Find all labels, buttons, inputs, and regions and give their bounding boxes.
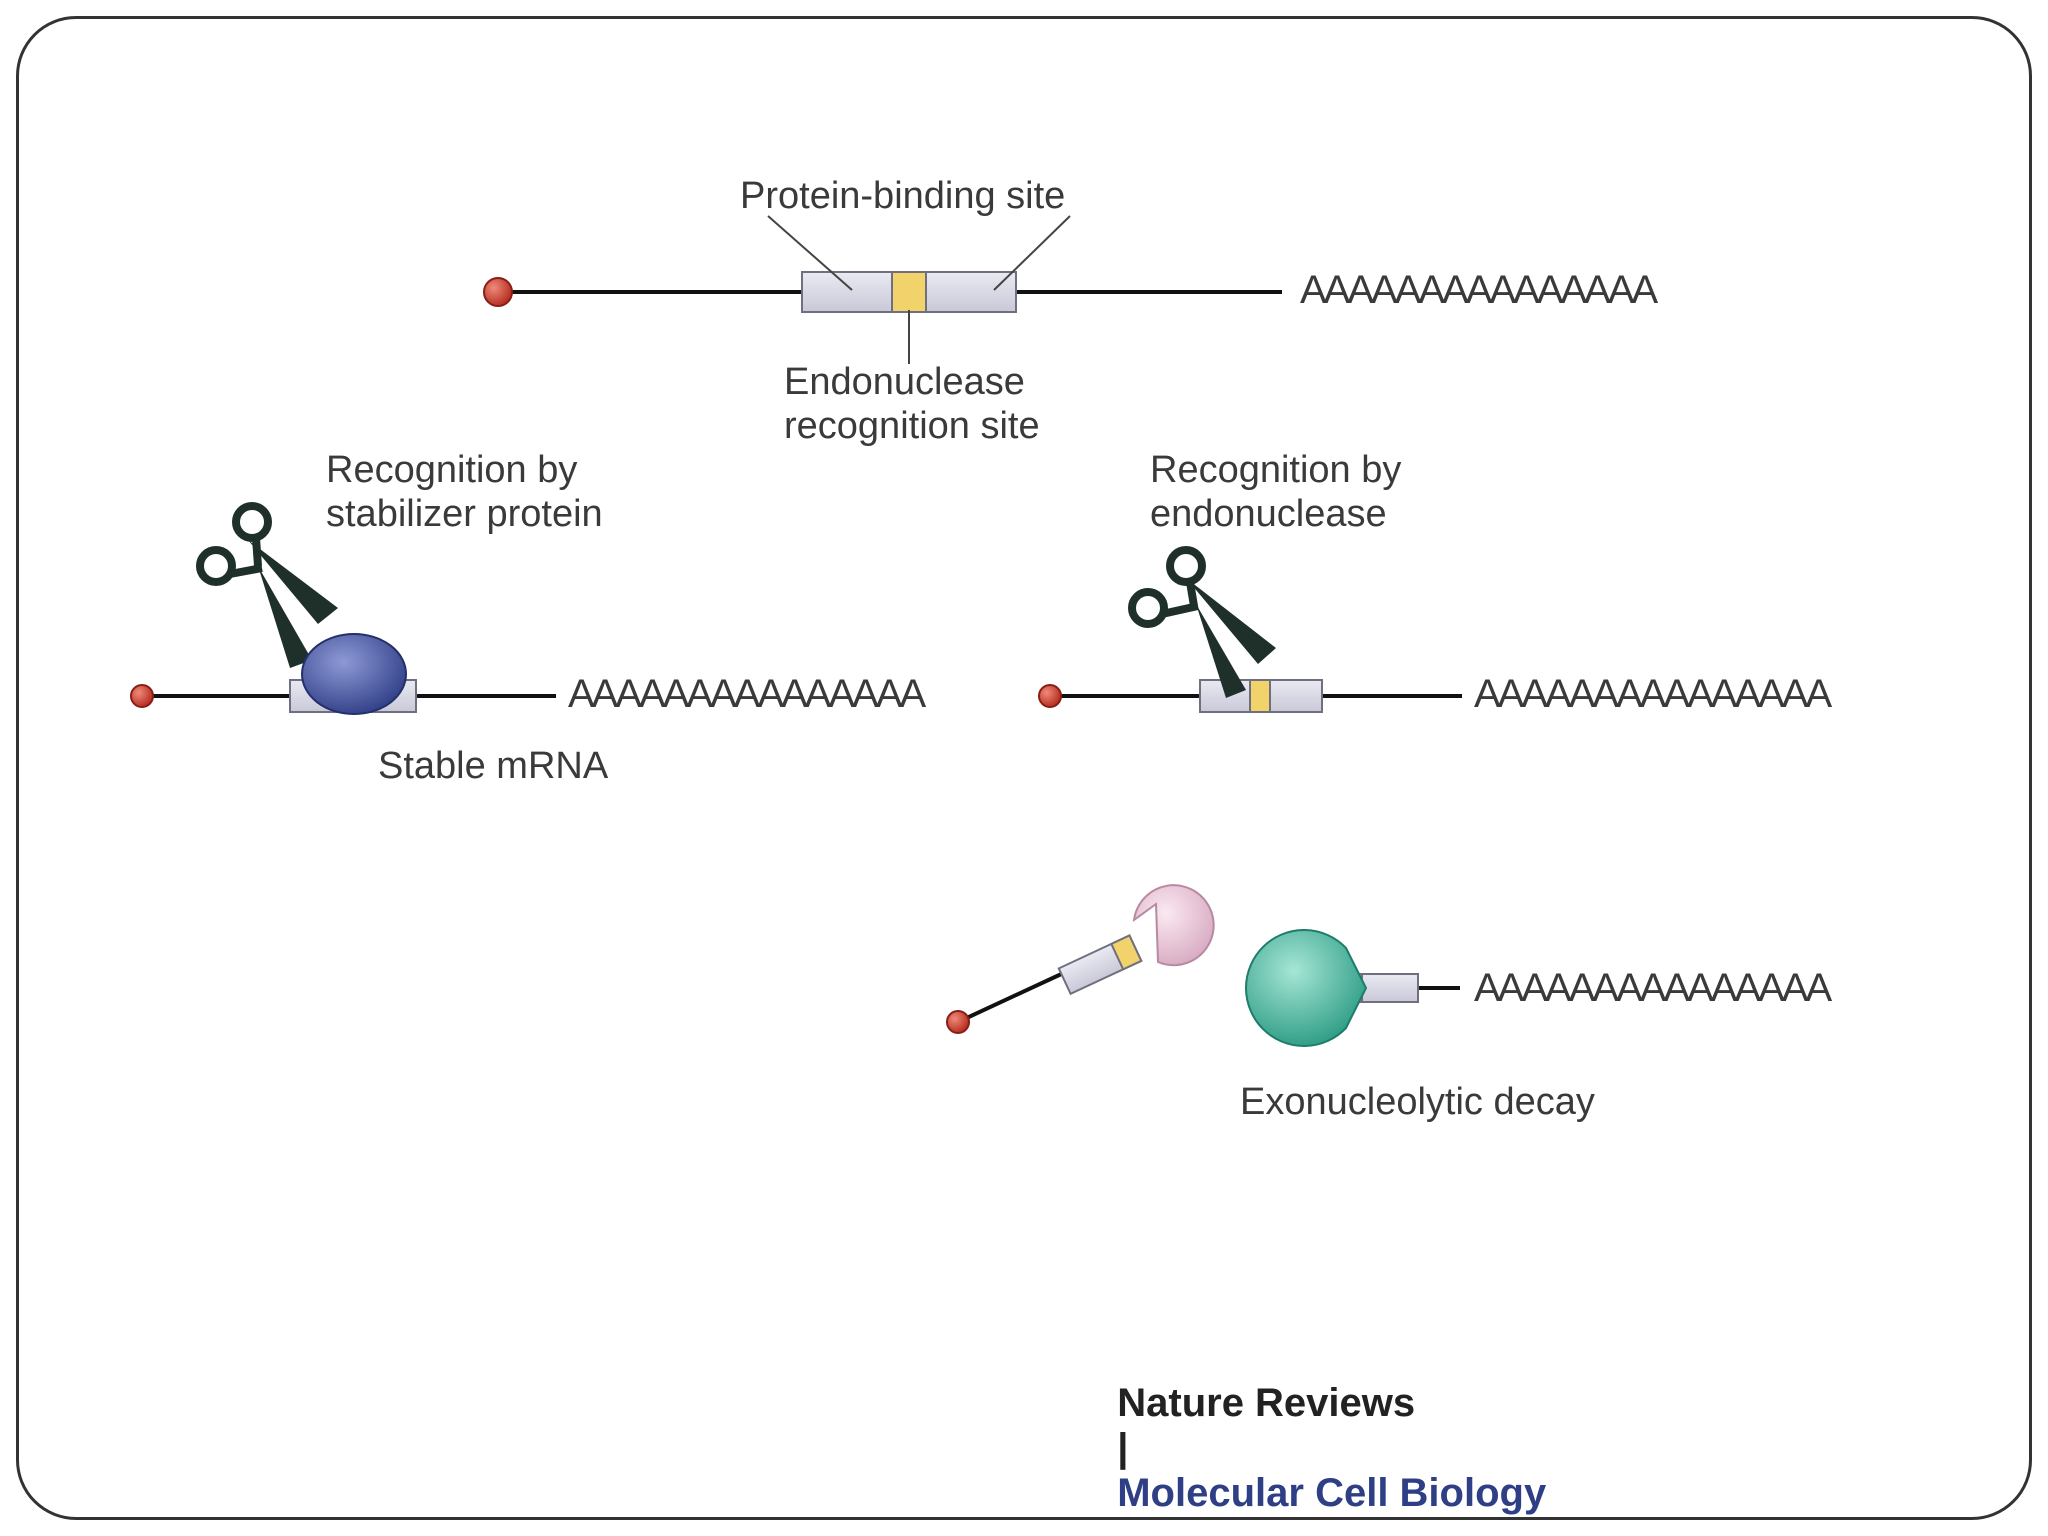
journal-name: Nature Reviews xyxy=(1117,1381,1416,1425)
exonucleolytic-decay-label: Exonucleolytic decay xyxy=(1240,1081,1595,1123)
recognition-stabilizer-label: Recognition by stabilizer protein xyxy=(326,449,603,535)
endonuclease-fragment-icon xyxy=(1132,884,1215,967)
five-prime-fragment-box xyxy=(1057,934,1143,996)
stabilizer-protein-icon xyxy=(301,633,407,715)
exonuclease-icon xyxy=(1245,929,1368,1047)
protein-binding-site-label: Protein-binding site xyxy=(740,175,1066,217)
journal-section: Molecular Cell Biology xyxy=(1117,1471,1547,1515)
pointer-line xyxy=(993,215,1071,291)
poly-a-tail-stable: AAAAAAAAAAAAAAA xyxy=(568,672,926,716)
endonuclease-recognition-site-label: Endonuclease recognition site xyxy=(784,361,1040,447)
poly-a-tail-cleaved: AAAAAAAAAAAAAAA xyxy=(1474,672,1832,716)
five-prime-fragment-strand xyxy=(957,968,1071,1024)
scissors-icon xyxy=(1128,546,1276,698)
endonuclease-recognition-band xyxy=(891,271,927,313)
scissors-icon xyxy=(196,502,338,668)
cap-icon xyxy=(483,277,513,307)
stable-mrna-label: Stable mRNA xyxy=(378,745,609,787)
top-mrna xyxy=(483,215,1282,364)
cap-icon xyxy=(1038,684,1062,708)
slide-frame xyxy=(16,16,2032,1520)
cap-icon xyxy=(130,684,154,708)
poly-a-tail-decay: AAAAAAAAAAAAAAA xyxy=(1474,966,1832,1010)
stable-mrna-panel xyxy=(130,502,556,715)
figure-source-caption: Nature Reviews | Molecular Cell Biology xyxy=(1095,1336,1546,1516)
pointer-line xyxy=(767,215,853,291)
poly-a-tail-top: AAAAAAAAAAAAAAA xyxy=(1300,268,1658,312)
endonuclease-panel xyxy=(1038,546,1462,713)
endonuclease-recognition-band xyxy=(1249,679,1271,713)
recognition-endonuclease-label: Recognition by endonuclease xyxy=(1150,449,1402,535)
cap-icon xyxy=(946,1010,970,1034)
caption-separator: | xyxy=(1117,1426,1129,1470)
decay-panel xyxy=(946,884,1460,1047)
